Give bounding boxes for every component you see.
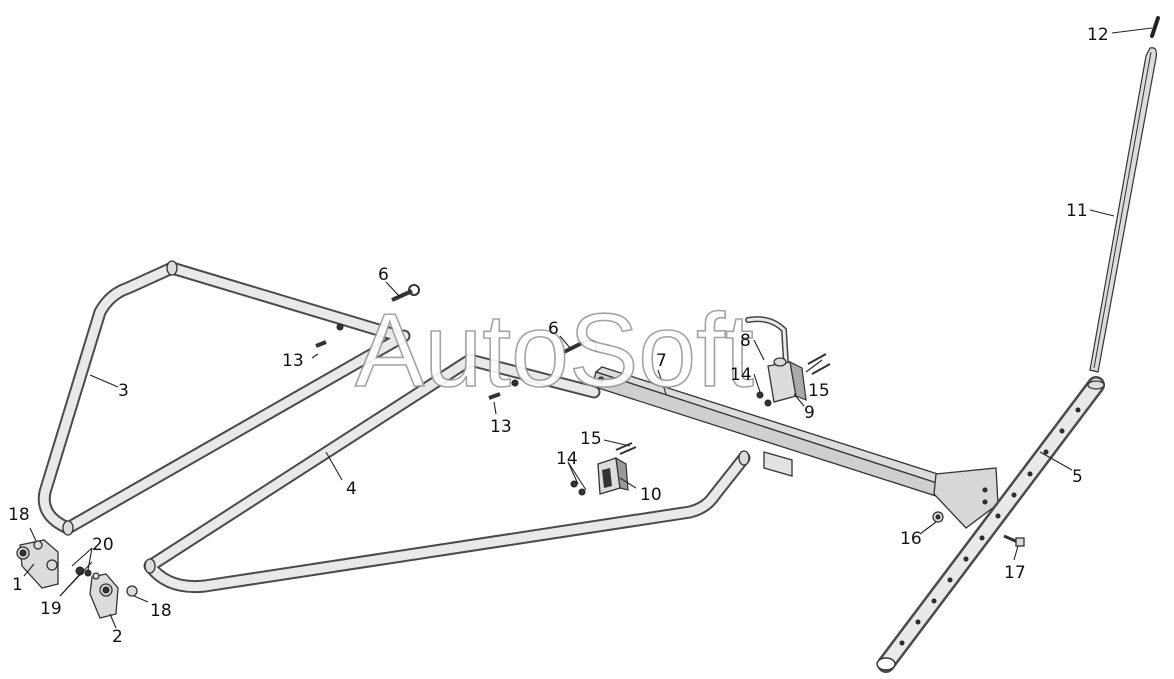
callout-11: 11 — [1066, 201, 1088, 221]
callout-3: 3 — [118, 381, 129, 401]
part-13-clip-lower — [488, 392, 501, 400]
callout-16: 16 — [900, 529, 922, 549]
callout-8: 8 — [740, 331, 751, 351]
part-18-washers — [33, 540, 138, 597]
callout-10: 10 — [640, 485, 662, 505]
callout-13-lower: 13 — [490, 417, 512, 437]
part-4-frame — [143, 353, 751, 594]
leader-lines — [23, 27, 1153, 629]
callout-9: 9 — [804, 403, 815, 423]
watermark: AutoSoft — [355, 293, 754, 409]
callout-15-lower: 15 — [580, 429, 602, 449]
callout-19: 19 — [40, 599, 62, 619]
part-11-rod — [1089, 47, 1157, 373]
callout-5: 5 — [1072, 467, 1083, 487]
callout-17: 17 — [1004, 563, 1026, 583]
part-14-15-hardware-upper — [756, 353, 831, 407]
part-14-15-hardware-lower — [570, 442, 637, 496]
part-6-pin-lower — [563, 339, 598, 354]
part-12-pin — [1150, 16, 1160, 38]
callout-6-lower: 6 — [548, 319, 559, 339]
callout-7: 7 — [656, 351, 667, 371]
part-5-tube — [876, 376, 1105, 673]
callout-2: 2 — [112, 627, 123, 647]
callout-14-lower: 14 — [556, 449, 578, 469]
part-8-handle — [745, 316, 789, 367]
callout-18-right: 18 — [150, 601, 172, 621]
callout-20: 20 — [92, 535, 114, 555]
callout-15-upper: 15 — [808, 381, 830, 401]
part-16-nut — [932, 511, 944, 523]
callout-12: 12 — [1087, 25, 1109, 45]
part-6-pin-upper — [391, 284, 420, 302]
part-7-beam — [591, 366, 999, 529]
callout-18-left: 18 — [8, 505, 30, 525]
part-2-bracket — [89, 573, 119, 619]
part-13-clip-upper — [315, 340, 327, 348]
callout-4: 4 — [346, 479, 357, 499]
callout-6-upper: 6 — [378, 265, 389, 285]
part-19-20-hardware — [75, 566, 100, 580]
callout-labels: 12 11 3 6 6 13 13 7 8 14 15 9 15 14 10 4… — [8, 25, 1109, 647]
part-17-bolt — [1003, 534, 1025, 547]
callout-1: 1 — [12, 575, 23, 595]
part-10-clamp — [597, 456, 629, 495]
part-9-clamp — [767, 357, 807, 403]
callout-13-upper: 13 — [282, 351, 304, 371]
part-1-bracket — [16, 539, 59, 589]
part-3-frame — [37, 260, 411, 536]
callout-14-upper: 14 — [730, 365, 752, 385]
